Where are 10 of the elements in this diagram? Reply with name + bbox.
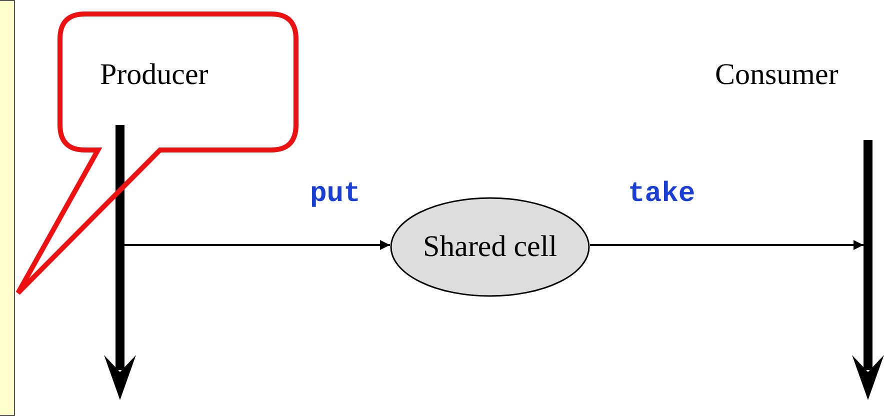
lifeline-title: Consumer — [715, 58, 838, 91]
edge-label: take — [628, 180, 696, 211]
node-label: Shared cell — [422, 230, 558, 264]
timeline-arrow — [852, 140, 884, 400]
lifeline-title: Producer — [100, 58, 208, 91]
arrow — [590, 240, 864, 250]
timeline-arrow — [104, 125, 136, 400]
data-ellipse — [390, 197, 590, 297]
edge-label: put — [310, 180, 360, 211]
arrow — [124, 240, 390, 250]
